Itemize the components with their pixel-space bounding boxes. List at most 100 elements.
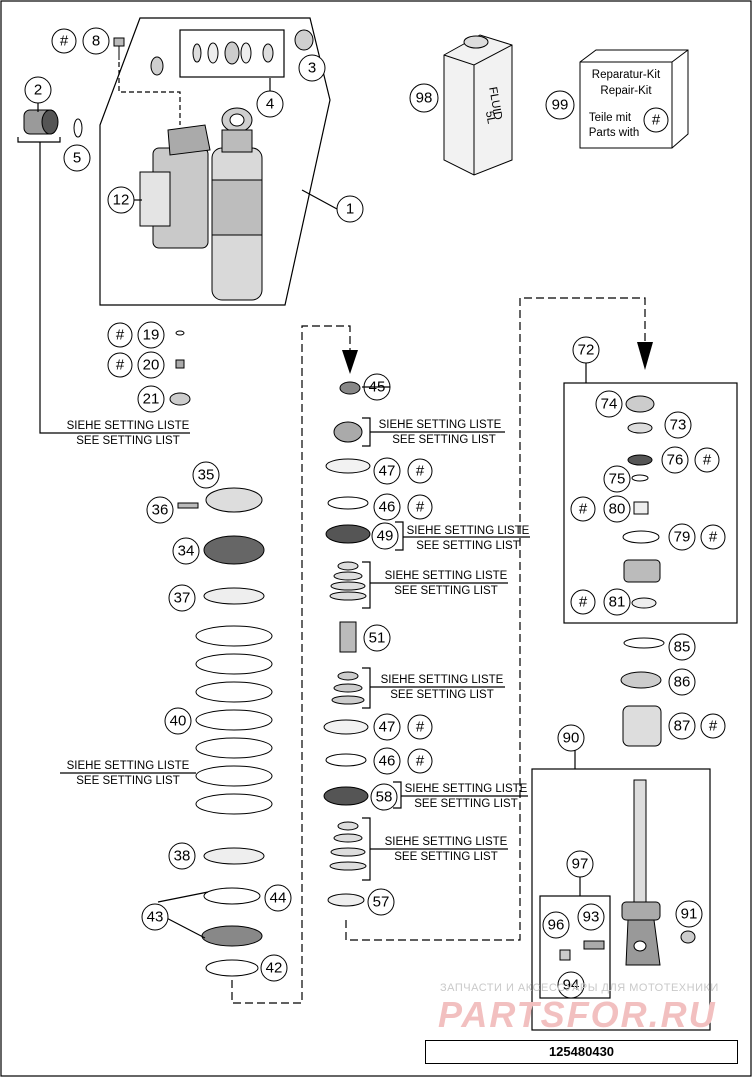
screw-8-leader <box>118 62 181 125</box>
bushing-80-part <box>633 501 649 515</box>
washer-37-part <box>203 587 265 605</box>
callout-73: 73 <box>670 417 687 434</box>
setting-en-2: SEE SETTING LIST <box>76 775 180 787</box>
setting-de-7: SIEHE SETTING LISTE <box>405 783 528 795</box>
callout-leaders <box>37 78 390 388</box>
fluid-can-part: FLUID 5L <box>443 34 513 176</box>
spring-seat-43-part <box>201 925 263 947</box>
washer-57-part <box>327 893 365 907</box>
callout-8: 8 <box>92 33 100 50</box>
bushing-3-part <box>294 29 314 51</box>
bushing-91-part <box>680 930 696 944</box>
piston-58-part <box>323 786 369 806</box>
washer-38-part <box>203 847 265 865</box>
part-number-box: 125480430 <box>425 1040 738 1064</box>
callout-97: 97 <box>572 856 589 873</box>
right-column-parts <box>620 395 665 747</box>
callout-58: 58 <box>376 789 393 806</box>
callout-21: 21 <box>143 391 160 408</box>
callout-44: 44 <box>270 890 287 907</box>
callout-81: 81 <box>609 594 626 611</box>
cap-86-part <box>620 671 662 689</box>
hash-symbols: # # # # # # # # # # # # <box>60 33 718 770</box>
clip-42-part <box>205 959 259 977</box>
callout-4: 4 <box>266 96 274 113</box>
fluid-volume: 5L <box>483 110 497 125</box>
callout-99: 99 <box>552 97 569 114</box>
hash-87: # <box>709 718 718 735</box>
hash-81: # <box>579 594 588 611</box>
fluid-label: FLUID <box>486 86 504 121</box>
ring-81-part <box>631 597 657 609</box>
setting-en-1: SEE SETTING LIST <box>76 435 180 447</box>
kit-text-1: Reparatur-Kit <box>592 69 661 81</box>
seal-kit-box <box>179 29 285 78</box>
hash-47b: # <box>416 719 425 736</box>
setting-de-2: SIEHE SETTING LISTE <box>67 760 190 772</box>
screw-36-part <box>177 502 199 509</box>
callout-40: 40 <box>170 713 187 730</box>
callout-20: 20 <box>143 357 160 374</box>
hash-circles <box>51 28 726 774</box>
callout-75: 75 <box>609 471 626 488</box>
setting-en-6: SEE SETTING LIST <box>390 689 494 701</box>
callout-1: 1 <box>346 201 354 218</box>
compression-kit-box <box>563 382 738 624</box>
center-column-parts <box>323 381 371 907</box>
shock-body-part <box>139 107 263 301</box>
washer-47b-part <box>323 719 369 735</box>
hash-80: # <box>579 501 588 518</box>
washer-73-part <box>627 422 653 434</box>
watermark-logo: PARTSFOR.RU <box>438 994 717 1035</box>
hash-46b: # <box>416 753 425 770</box>
callout-90: 90 <box>563 730 580 747</box>
callout-57: 57 <box>373 894 390 911</box>
adjuster-2-part <box>17 109 83 143</box>
ring-46a-part <box>327 496 369 510</box>
seal-rings-part <box>192 41 274 65</box>
setting-de-3: SIEHE SETTING LISTE <box>379 419 502 431</box>
callout-96: 96 <box>548 917 565 934</box>
shock-assembly-outline <box>99 17 331 306</box>
kit-text-4: Parts with <box>589 127 640 139</box>
setting-en-3: SEE SETTING LIST <box>392 434 496 446</box>
washer-19-part <box>175 330 185 336</box>
callout-47b: 47 <box>379 719 396 736</box>
setting-notes: SIEHE SETTING LISTE SEE SETTING LIST SIE… <box>67 419 530 863</box>
callout-51: 51 <box>369 630 386 647</box>
callout-12: 12 <box>113 192 130 209</box>
shock-assembly-group <box>99 17 331 306</box>
connector-right <box>345 297 646 941</box>
ring-75-part <box>631 474 649 482</box>
kit-text-3: Teile mit <box>589 112 632 124</box>
pin-93-part <box>583 940 605 950</box>
callout-19: 19 <box>143 327 160 344</box>
setting-de-8: SIEHE SETTING LISTE <box>385 836 508 848</box>
hash-76: # <box>703 452 712 469</box>
cap-74-part <box>625 395 655 413</box>
shim-stack-1-part <box>333 421 363 443</box>
kit-hash: # <box>652 112 661 129</box>
setting-de-4: SIEHE SETTING LISTE <box>407 525 530 537</box>
callout-86: 86 <box>674 674 691 691</box>
ring-46b-part <box>325 753 367 767</box>
seal-79-part <box>622 530 660 544</box>
callout-80: 80 <box>609 501 626 518</box>
valve-96-part <box>559 949 571 961</box>
callout-3: 3 <box>308 60 316 77</box>
callout-42: 42 <box>266 960 283 977</box>
shim-stack-3-part <box>331 671 365 705</box>
callout-85: 85 <box>674 639 691 656</box>
spring-40-part <box>195 625 273 815</box>
callout-79: 79 <box>674 529 691 546</box>
setting-en-5: SEE SETTING LIST <box>394 585 498 597</box>
bump-rubber-87-part <box>622 705 662 747</box>
hash-46a: # <box>416 499 425 516</box>
valve-20-part <box>175 359 185 369</box>
callout-98: 98 <box>416 90 433 107</box>
housing-part <box>623 559 661 583</box>
valve-kit-box <box>539 895 611 999</box>
callout-76: 76 <box>667 452 684 469</box>
